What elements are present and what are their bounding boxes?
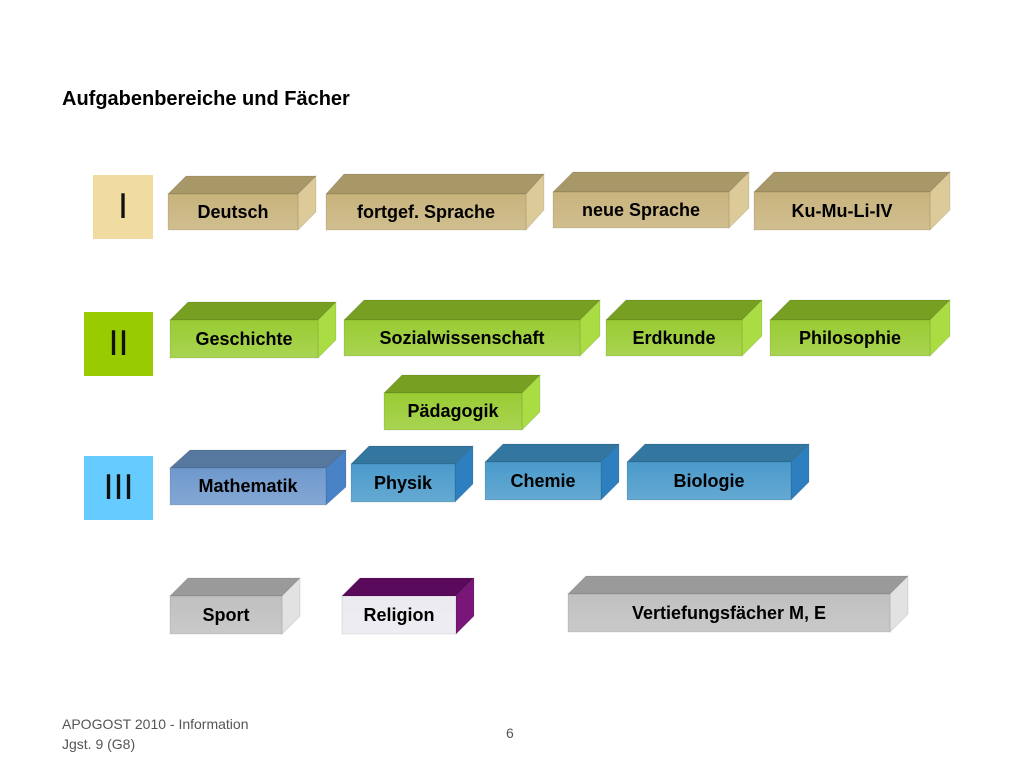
block-erdkunde-top (605, 299, 763, 321)
block-physik-front (350, 463, 456, 503)
block-religion-front (341, 595, 457, 635)
block-vertiefungsfaecher (567, 575, 909, 633)
block-deutsch-top (167, 175, 317, 195)
block-neue-sprache-front (552, 191, 730, 229)
block-philosophie-front (769, 319, 931, 357)
block-ku-mu-li-top (753, 171, 951, 193)
block-geschichte-top (169, 301, 337, 321)
block-mathematik-top (168, 449, 348, 469)
block-erdkunde-front (605, 319, 743, 357)
footer-info: APOGOST 2010 - Information Jgst. 9 (G8) (62, 714, 249, 754)
block-chemie-front (484, 461, 602, 501)
block-philosophie (769, 299, 951, 357)
block-mathematik-front (169, 467, 327, 506)
page-number: 6 (506, 725, 514, 741)
block-sozialwissenschaft-front (343, 319, 581, 357)
block-paedagogik-front (383, 392, 523, 431)
block-religion (341, 577, 475, 635)
block-philosophie-top (769, 299, 951, 321)
subject-religion: Religion (363, 604, 435, 625)
subject-deutsch: Deutsch (197, 201, 269, 222)
block-ku-mu-li (753, 171, 951, 231)
area-marker-1-label: I (117, 187, 129, 227)
subject-chemie: Chemie (510, 470, 576, 491)
block-neue-sprache (552, 171, 750, 229)
block-paedagogik (383, 374, 541, 431)
block-fortgef-sprache (325, 172, 545, 232)
block-fortgef-sprache-top (325, 173, 545, 195)
block-sport-front (169, 595, 283, 635)
area-marker-3: III (84, 456, 153, 520)
area-marker-2: II (84, 312, 153, 376)
subject-erdkunde: Erdkunde (632, 327, 716, 348)
subject-biologie: Biologie (673, 470, 745, 491)
block-erdkunde (605, 299, 763, 357)
subject-sozialwissenschaft: Sozialwissenschaft (379, 327, 545, 348)
block-deutsch (167, 175, 317, 231)
block-vertiefungsfaecher-top (567, 575, 909, 595)
subject-physik: Physik (373, 472, 433, 493)
footer-line-2: Jgst. 9 (G8) (62, 736, 136, 752)
subject-neue-sprache: neue Sprache (581, 199, 701, 220)
block-chemie-top (484, 443, 620, 463)
subject-ku-mu-li: Ku-Mu-Li-IV (791, 200, 893, 221)
block-deutsch-front (167, 193, 299, 231)
block-physik-top (350, 445, 474, 465)
area-marker-3-label: III (103, 468, 134, 508)
block-neue-sprache-top (552, 171, 750, 193)
subject-paedagogik: Pädagogik (407, 401, 499, 421)
block-sport-top (169, 577, 301, 597)
subject-vertiefungsfaecher: Vertiefungsfächer M, E (631, 602, 827, 623)
block-physik (350, 445, 474, 503)
block-chemie (484, 443, 620, 501)
block-religion-top (341, 577, 475, 597)
block-fortgef-sprache-front (325, 193, 527, 231)
subject-sport: Sport (202, 604, 250, 625)
footer-line-1: APOGOST 2010 - Information (62, 716, 249, 732)
block-ku-mu-li-front (753, 191, 931, 231)
slide-title: Aufgabenbereiche und Fächer (62, 88, 350, 110)
block-geschichte-front (169, 319, 319, 359)
block-biologie (626, 443, 810, 501)
subject-philosophie: Philosophie (798, 327, 901, 348)
block-paedagogik-top (383, 374, 541, 394)
subject-fortgef-sprache: fortgef. Sprache (356, 201, 496, 222)
block-biologie-top (626, 443, 810, 463)
block-geschichte (169, 301, 337, 359)
block-vertiefungsfaecher-front (567, 593, 891, 633)
area-marker-1: I (93, 175, 153, 239)
block-sport (169, 577, 301, 635)
block-mathematik (168, 449, 348, 506)
subject-mathematik: Mathematik (198, 476, 298, 496)
block-sozialwissenschaft (343, 299, 601, 357)
area-marker-2-label: II (108, 324, 129, 364)
subject-geschichte: Geschichte (195, 328, 293, 349)
block-biologie-front (626, 461, 792, 501)
block-sozialwissenschaft-top (343, 299, 601, 321)
